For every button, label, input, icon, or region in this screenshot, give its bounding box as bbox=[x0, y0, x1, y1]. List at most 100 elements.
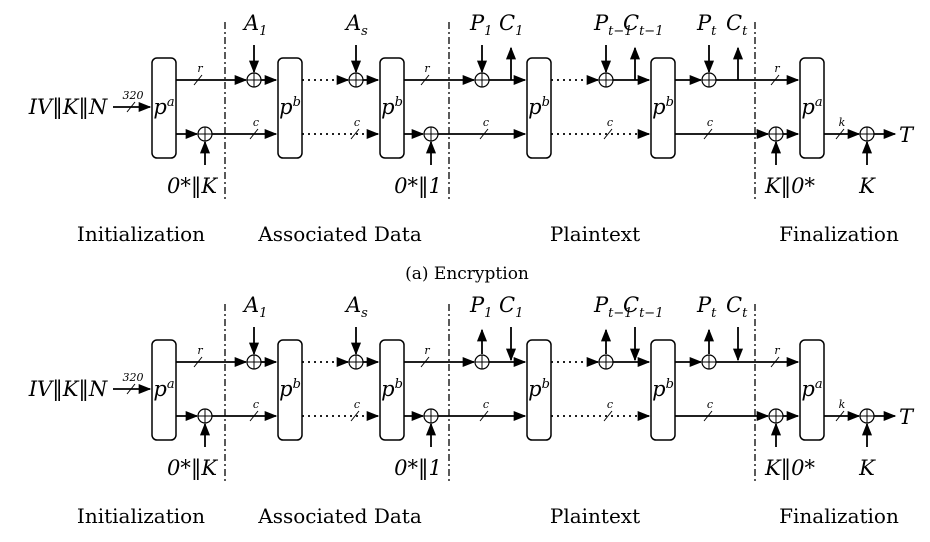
section-label: Plaintext bbox=[550, 222, 640, 246]
capacity-width-label: c bbox=[607, 398, 613, 411]
xor-icon bbox=[348, 354, 364, 370]
input-width-slash bbox=[126, 383, 136, 395]
ct1-label: Ct−1 bbox=[623, 293, 663, 321]
key-width-label: k bbox=[839, 398, 846, 411]
final-key-label: K‖0* bbox=[764, 456, 816, 481]
capacity-width-label: c bbox=[707, 398, 713, 411]
input-width-label: 320 bbox=[123, 89, 144, 102]
tag-key-label: K bbox=[858, 456, 876, 480]
xor-icon bbox=[348, 72, 364, 88]
key-width-label: k bbox=[839, 116, 846, 129]
capacity-width-label: c bbox=[607, 116, 613, 129]
capacity-width-slash bbox=[703, 410, 713, 422]
perm-b-ad2 bbox=[379, 339, 405, 441]
rate-width-slash bbox=[770, 74, 780, 86]
capacity-width-slash bbox=[249, 128, 259, 140]
xor-icon bbox=[598, 72, 614, 88]
input-label: IV‖K‖N bbox=[28, 95, 108, 120]
as-label: As bbox=[344, 11, 368, 39]
perm-a-final bbox=[799, 57, 825, 159]
section-label: Associated Data bbox=[257, 222, 422, 246]
ad-domain-label: 0*‖1 bbox=[394, 174, 442, 199]
perm-b-pt1 bbox=[526, 339, 552, 441]
xor-icon bbox=[598, 354, 614, 370]
perm-a-final bbox=[799, 339, 825, 441]
capacity-width-label: c bbox=[354, 116, 360, 129]
rate-width-label: r bbox=[197, 62, 203, 75]
perm-a-init bbox=[151, 339, 177, 441]
section-label: Finalization bbox=[779, 222, 899, 246]
xor-icon bbox=[197, 126, 213, 142]
xor-icon bbox=[246, 72, 262, 88]
ct1-label: Ct−1 bbox=[623, 11, 663, 39]
capacity-width-label: c bbox=[483, 116, 489, 129]
capacity-width-label: c bbox=[707, 116, 713, 129]
init-key-label: 0*‖K bbox=[167, 174, 218, 199]
section-label: Plaintext bbox=[550, 504, 640, 528]
capacity-width-label: c bbox=[253, 116, 259, 129]
capacity-width-slash bbox=[479, 128, 489, 140]
capacity-width-slash bbox=[249, 410, 259, 422]
perm-b-pt1 bbox=[526, 57, 552, 159]
rate-width-label: r bbox=[774, 344, 780, 357]
perm-b-ad1 bbox=[277, 339, 303, 441]
input-width-label: 320 bbox=[123, 371, 144, 384]
xor-icon bbox=[768, 126, 784, 142]
capacity-width-slash bbox=[603, 410, 613, 422]
rate-width-slash bbox=[420, 74, 430, 86]
xor-icon bbox=[197, 408, 213, 424]
key-width-slash bbox=[835, 128, 845, 140]
xor-icon bbox=[768, 408, 784, 424]
p1-label: P1 bbox=[469, 11, 492, 39]
section-label: Initialization bbox=[77, 504, 205, 528]
rate-width-slash bbox=[420, 356, 430, 368]
capacity-width-slash bbox=[479, 410, 489, 422]
rate-width-slash bbox=[770, 356, 780, 368]
capacity-width-label: c bbox=[354, 398, 360, 411]
xor-icon bbox=[859, 126, 875, 142]
perm-a-init bbox=[151, 57, 177, 159]
capacity-width-label: c bbox=[483, 398, 489, 411]
xor-icon bbox=[474, 354, 490, 370]
final-key-label: K‖0* bbox=[764, 174, 816, 199]
rate-width-label: r bbox=[197, 344, 203, 357]
xor-icon bbox=[423, 126, 439, 142]
c1-label: C1 bbox=[499, 11, 523, 39]
c1-label: C1 bbox=[499, 293, 523, 321]
rate-width-label: r bbox=[424, 344, 430, 357]
tag-label: T bbox=[899, 123, 915, 147]
xor-icon bbox=[701, 354, 717, 370]
xor-icon bbox=[701, 72, 717, 88]
pt-label: Pt bbox=[696, 293, 717, 321]
tag-label: T bbox=[899, 405, 915, 429]
input-width-slash bbox=[126, 101, 136, 113]
perm-b-pt2 bbox=[650, 57, 676, 159]
section-label: Initialization bbox=[77, 222, 205, 246]
capacity-width-slash bbox=[703, 128, 713, 140]
rate-width-slash bbox=[193, 356, 203, 368]
capacity-width-label: c bbox=[253, 398, 259, 411]
rate-width-label: r bbox=[424, 62, 430, 75]
perm-b-pt2 bbox=[650, 339, 676, 441]
ad-domain-label: 0*‖1 bbox=[394, 456, 442, 481]
tag-key-label: K bbox=[858, 174, 876, 198]
capacity-width-slash bbox=[603, 128, 613, 140]
ct-label: Ct bbox=[726, 11, 748, 39]
perm-b-ad2 bbox=[379, 57, 405, 159]
section-label: Finalization bbox=[779, 504, 899, 528]
input-label: IV‖K‖N bbox=[28, 377, 108, 402]
a1-label: A1 bbox=[242, 11, 267, 39]
p1-label: P1 bbox=[469, 293, 492, 321]
ct-label: Ct bbox=[726, 293, 748, 321]
perm-b-ad1 bbox=[277, 57, 303, 159]
a1-label: A1 bbox=[242, 293, 267, 321]
pt-label: Pt bbox=[696, 11, 717, 39]
xor-icon bbox=[246, 354, 262, 370]
rate-width-slash bbox=[193, 74, 203, 86]
xor-icon bbox=[859, 408, 875, 424]
section-label: Associated Data bbox=[257, 504, 422, 528]
capacity-width-slash bbox=[350, 128, 360, 140]
